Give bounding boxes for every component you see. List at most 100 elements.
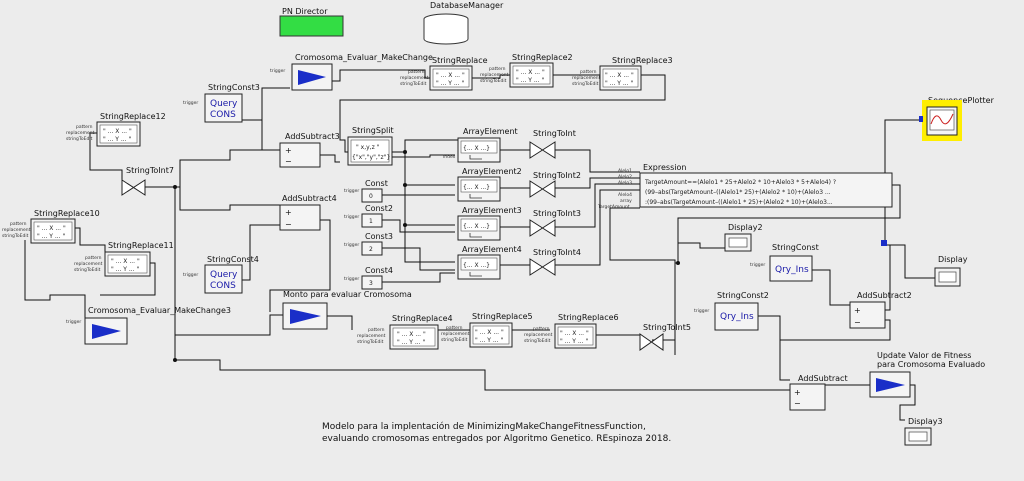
string-const2[interactable]: StringConst2 trigger Qry_Ins <box>694 291 769 331</box>
sr-inner-1: " ... X ... " <box>436 72 465 79</box>
port-stringtoedit: stringToEdit <box>66 136 93 142</box>
sc4-value-1: Query <box>210 270 238 280</box>
sr4-label: StringReplace4 <box>392 314 453 323</box>
sr3-label: StringReplace3 <box>612 56 673 65</box>
const2-value: 1 <box>369 218 373 225</box>
plus-port: + <box>854 306 861 315</box>
string-const[interactable]: StringConst trigger Qry_Ins <box>750 243 819 282</box>
string-replace5[interactable]: StringReplace5 " ... X ... " " ... Y ...… <box>441 312 533 348</box>
bowtie-icon <box>529 180 556 198</box>
string-replace12[interactable]: StringReplace12 " ... X ... " " ... Y ..… <box>66 112 166 147</box>
sti2-label: StringToInt2 <box>533 171 581 180</box>
display-icon <box>728 237 748 248</box>
array-element2[interactable]: ArrayElement2 {... X ...} <box>457 167 522 202</box>
string-replace6[interactable]: StringReplace6 " ... X ... " " ... Y ...… <box>524 313 619 349</box>
plus-port: + <box>794 388 801 397</box>
sr3-inner-1: " ... X ... " <box>605 72 634 79</box>
string-replace11[interactable]: StringReplace11 " ... X ... " " ... Y ..… <box>74 241 174 277</box>
port-pattern: pattern <box>446 325 463 331</box>
string-to-int2[interactable]: StringToInt2 <box>529 171 581 198</box>
cromosoma-evaluar-makechange[interactable]: Cromosoma_Evaluar_MakeChange trigger <box>270 53 433 91</box>
array-element[interactable]: ArrayElement {... X ...} index <box>443 127 518 163</box>
port-replacement: replacement <box>572 75 601 81</box>
string-replace10[interactable]: StringReplace10 " ... X ... " " ... Y ..… <box>2 209 100 244</box>
trigger-port-label: trigger <box>183 100 198 106</box>
trigger-port-label: trigger <box>183 272 198 278</box>
string-to-int[interactable]: StringToInt <box>529 129 576 159</box>
string-const3[interactable]: StringConst3 trigger Query CONS <box>183 83 260 123</box>
as3-label: AddSubtract3 <box>285 132 340 141</box>
add-subtract4[interactable]: AddSubtract4 + − <box>279 194 337 231</box>
plus-port: + <box>285 146 292 155</box>
trigger-port-label: trigger <box>66 319 81 325</box>
display3[interactable]: Display3 <box>904 417 943 446</box>
sc2-label: StringConst2 <box>717 291 769 300</box>
string-replace3[interactable]: StringReplace3 " ... X ... " " ... Y ...… <box>572 56 673 91</box>
display[interactable]: Display <box>934 255 968 287</box>
const4[interactable]: Const4 trigger 3 <box>344 266 393 290</box>
add-subtract[interactable]: AddSubtract + − <box>789 374 848 411</box>
add-subtract2[interactable]: AddSubtract2 + − <box>849 291 912 329</box>
sequence-plotter[interactable]: SequencePlotter <box>919 96 995 141</box>
sr4-inner-1: " ... X ... " <box>397 331 426 338</box>
add-subtract3[interactable]: AddSubtract3 + − <box>279 132 340 168</box>
const[interactable]: Const trigger 0 <box>344 179 388 203</box>
string-replace[interactable]: StringReplace " ... X ... " " ... Y ... … <box>400 56 488 91</box>
port-pattern: pattern <box>580 69 597 75</box>
port-stringtoedit: stringToEdit <box>357 339 384 345</box>
split-label: StringSplit <box>352 126 394 135</box>
sc3-label: StringConst3 <box>208 83 260 92</box>
string-replace2[interactable]: StringReplace2 " ... X ... " " ... Y ...… <box>480 53 573 88</box>
string-to-int5[interactable]: StringToInt5 <box>639 323 691 351</box>
expr-label: Expression <box>643 163 686 172</box>
display2[interactable]: Display2 <box>724 223 763 252</box>
port-stringtoedit: stringToEdit <box>74 267 101 273</box>
monto-evaluar-cromosoma[interactable]: Monto para evaluar Cromosoma <box>282 290 412 330</box>
port-replacement: replacement <box>400 75 429 81</box>
array-element3[interactable]: ArrayElement3 {... X ...} <box>457 206 522 241</box>
input-port-icon <box>919 116 923 122</box>
port-pattern: pattern <box>76 124 93 130</box>
const3[interactable]: Const3 trigger 2 <box>344 232 393 256</box>
sr-inner-2: " ... Y ... " <box>436 80 464 87</box>
update-fitness[interactable]: Update Valor de Fitness para Cromosoma E… <box>869 351 985 398</box>
trigger-port-label: trigger <box>344 188 359 194</box>
junction-dots <box>173 150 680 362</box>
sr12-inner-2: " ... Y ... " <box>103 136 131 143</box>
disp2-label: Display2 <box>728 223 763 232</box>
expression[interactable]: Expression TargetAmount==(Alelo1 * 25+Al… <box>597 163 893 210</box>
database-manager[interactable]: DatabaseManager <box>423 1 504 45</box>
trigger-port-label: trigger <box>344 276 359 282</box>
strc-label: StringConst <box>772 243 819 252</box>
trigger-port-label: trigger <box>270 68 285 74</box>
sr12-inner-1: " ... X ... " <box>103 128 132 135</box>
pn-director[interactable]: PN Director <box>279 7 344 37</box>
sr11-inner-1: " ... X ... " <box>111 258 140 265</box>
split-inner-1: " x,y,z " <box>356 144 380 151</box>
string-replace4[interactable]: StringReplace4 " ... X ... " " ... Y ...… <box>357 314 453 350</box>
const2[interactable]: Const2 trigger 1 <box>344 204 393 228</box>
sr5-label: StringReplace5 <box>472 312 533 321</box>
ae4-inner: {... X ...} <box>463 262 490 269</box>
string-const4[interactable]: StringConst4 trigger Query CONS <box>183 255 259 294</box>
minus-port: − <box>794 399 801 408</box>
cromosoma-evaluar-makechange3[interactable]: Cromosoma_Evaluar_MakeChange3 trigger <box>66 306 231 345</box>
port-replacement: replacement <box>74 261 103 267</box>
trigger-port-label: trigger <box>750 262 765 268</box>
expr-line-1: TargetAmount==(Alelo1 * 25+Alelo2 * 10+A… <box>644 179 836 186</box>
const-value: 0 <box>369 193 373 200</box>
array-element4[interactable]: ArrayElement4 {... X ...} <box>457 245 522 280</box>
model-description-note: Modelo para la implentación de Minimizin… <box>322 421 671 444</box>
string-to-int4[interactable]: StringToInt4 <box>529 248 581 276</box>
const3-value: 2 <box>369 246 373 253</box>
sr-label: StringReplace <box>432 56 488 65</box>
string-split[interactable]: StringSplit " x,y,z " {"x","y","z"} <box>347 126 394 166</box>
string-to-int3[interactable]: StringToInt3 <box>529 209 581 237</box>
string-to-int7[interactable]: StringToInt7 <box>121 166 174 196</box>
sc4-label: StringConst4 <box>207 255 259 264</box>
sc3-value-1: Query <box>210 99 238 109</box>
port-replacement: replacement <box>66 130 95 136</box>
sr2-label: StringReplace2 <box>512 53 573 62</box>
as2-label: AddSubtract2 <box>857 291 912 300</box>
